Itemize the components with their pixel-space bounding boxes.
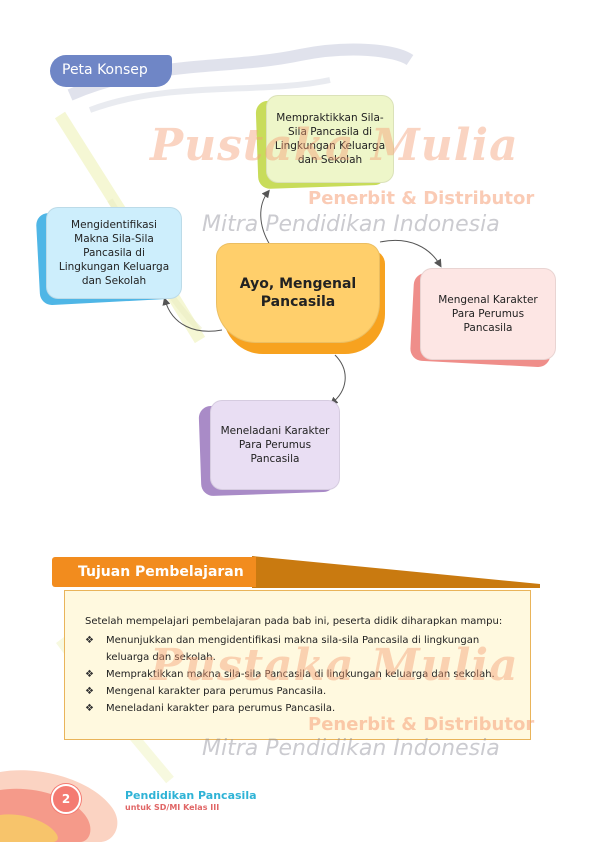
concept-map-label: Peta Konsep bbox=[50, 55, 172, 87]
list-item: ❖Menunjukkan dan mengidentifikasi makna … bbox=[85, 632, 516, 666]
concept-left-text: Mengidentifikasi Makna Sila-Sila Pancasi… bbox=[58, 219, 170, 287]
concept-right-text: Mengenal Karakter Para Perumus Pancasila bbox=[438, 294, 538, 334]
watermark-tagline: Mitra Pendidikan Indonesia bbox=[202, 212, 500, 237]
watermark-brand-lower: Pustaka Mulia bbox=[150, 640, 519, 691]
bullet-icon: ❖ bbox=[85, 703, 94, 714]
list-item: ❖Meneladani karakter para perumus Pancas… bbox=[85, 700, 516, 717]
footer-book-subtitle: untuk SD/MI Kelas III bbox=[125, 803, 220, 812]
watermark-brand: Pustaka Mulia bbox=[150, 120, 519, 171]
objectives-header-band bbox=[252, 556, 540, 588]
objectives-list: ❖Menunjukkan dan mengidentifikasi makna … bbox=[85, 632, 516, 717]
list-item: ❖Mempraktikkan makna sila-sila Pancasila… bbox=[85, 666, 516, 683]
arrow-to-left bbox=[162, 297, 223, 332]
watermark-subtitle: Penerbit & Distributor bbox=[308, 188, 535, 209]
arrow-to-bottom bbox=[329, 354, 346, 405]
footer-book-title: Pendidikan Pancasila bbox=[125, 789, 257, 802]
page-number: 2 bbox=[51, 784, 81, 814]
objectives-box: Setelah mempelajari pembelajaran pada ba… bbox=[64, 590, 531, 740]
objectives-title-text: Tujuan Pembelajaran bbox=[78, 564, 244, 580]
footer-decoration bbox=[0, 770, 118, 842]
watermark-tagline-lower: Mitra Pendidikan Indonesia bbox=[202, 736, 500, 761]
concept-top-text: Mempraktikkan Sila-Sila Pancasila di Lin… bbox=[274, 112, 386, 166]
bullet-icon: ❖ bbox=[85, 669, 94, 680]
bullet-icon: ❖ bbox=[85, 635, 94, 646]
watermark-subtitle-lower: Penerbit & Distributor bbox=[308, 714, 535, 735]
objectives-title: Tujuan Pembelajaran bbox=[52, 557, 256, 587]
list-item: ❖Mengenal karakter para perumus Pancasil… bbox=[85, 683, 516, 700]
concept-bottom-text: Meneladani Karakter Para Perumus Pancasi… bbox=[220, 425, 330, 465]
concept-map-label-text: Peta Konsep bbox=[62, 62, 148, 78]
concept-center-text: Ayo, Mengenal Pancasila bbox=[239, 276, 357, 310]
bullet-icon: ❖ bbox=[85, 686, 94, 697]
objectives-intro: Setelah mempelajari pembelajaran pada ba… bbox=[85, 616, 503, 627]
arrow-to-right bbox=[379, 240, 442, 268]
